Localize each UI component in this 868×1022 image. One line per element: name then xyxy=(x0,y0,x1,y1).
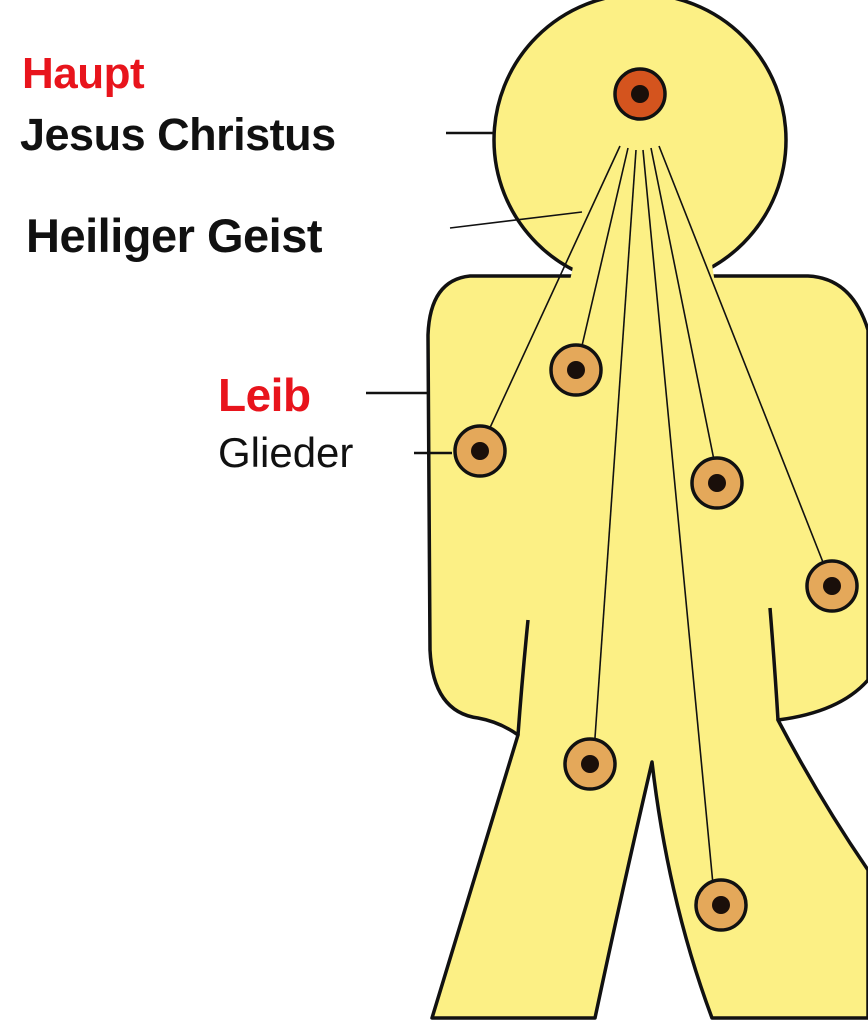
member-node xyxy=(565,739,615,789)
label-jesus-christus: Jesus Christus xyxy=(20,112,336,157)
head-node xyxy=(615,69,665,119)
member-node xyxy=(455,426,505,476)
member-node xyxy=(807,561,857,611)
label-glieder: Glieder xyxy=(218,432,353,474)
label-haupt: Haupt xyxy=(22,52,144,96)
label-leib: Leib xyxy=(218,372,311,418)
member-node xyxy=(696,880,746,930)
head-shape xyxy=(494,0,786,286)
label-heiliger-geist: Heiliger Geist xyxy=(26,212,322,259)
member-node xyxy=(692,458,742,508)
member-node xyxy=(551,345,601,395)
body-silhouette xyxy=(428,276,868,1018)
